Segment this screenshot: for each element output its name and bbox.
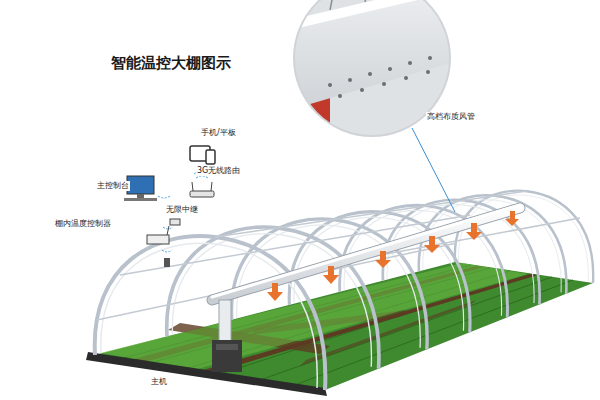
router-icon bbox=[190, 182, 214, 197]
wireless-signals bbox=[158, 167, 210, 253]
ground-edge bbox=[86, 352, 327, 396]
device-label: 主控制台 bbox=[96, 181, 130, 191]
arch-frames bbox=[95, 191, 593, 390]
device-label: 3G无线路由 bbox=[196, 166, 241, 176]
host-unit bbox=[212, 340, 242, 372]
diagram-title: 智能温控大棚图示 bbox=[110, 54, 232, 72]
controller-icon bbox=[147, 226, 170, 267]
part-label: 高档布质风管 bbox=[426, 112, 476, 122]
relay-icon bbox=[170, 219, 180, 225]
device-label: 手机/平板 bbox=[200, 128, 237, 138]
tablet-phone-icon bbox=[190, 146, 215, 164]
device-label: 无限中继 bbox=[165, 205, 199, 215]
air-duct bbox=[212, 205, 520, 344]
duct-closeup bbox=[290, 0, 460, 212]
airflow-arrows bbox=[267, 211, 519, 301]
part-label: 主机 bbox=[150, 377, 168, 387]
longitudinal-rails bbox=[97, 191, 580, 320]
device-label: 棚内温度控制器 bbox=[54, 219, 112, 229]
